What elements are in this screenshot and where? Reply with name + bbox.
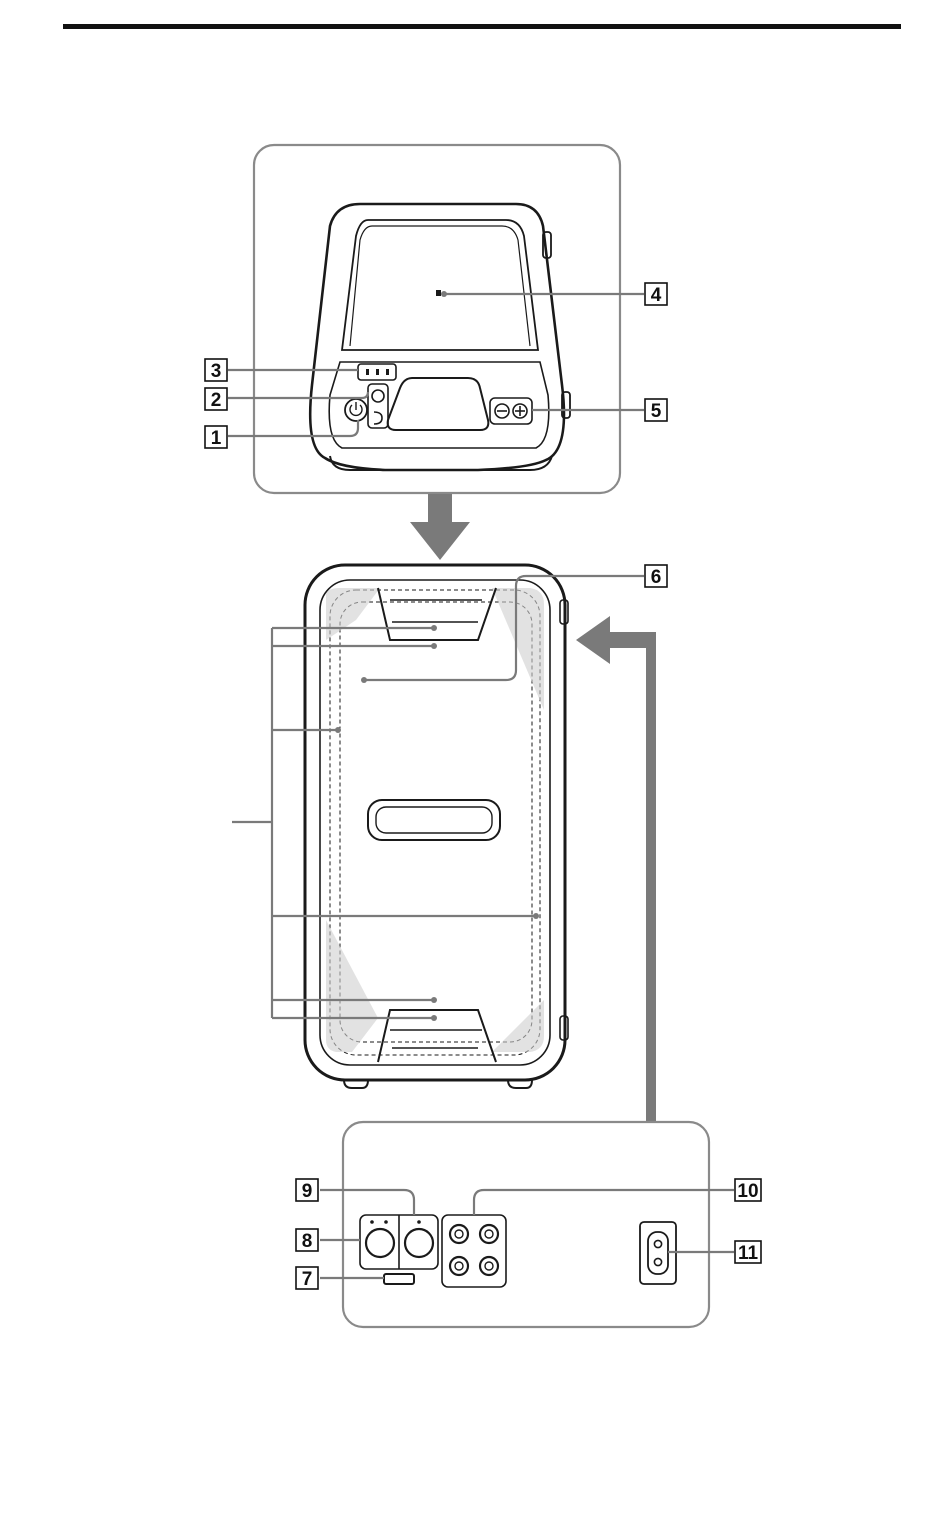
- callout-4-label: 4: [651, 285, 662, 306]
- callout-10-label: 10: [737, 1181, 758, 1202]
- grille-top-left: [326, 588, 380, 640]
- nfc-icon: [436, 290, 441, 296]
- callout-2: 2: [205, 388, 227, 411]
- callout-1: 1: [205, 426, 227, 449]
- grille-bottom-right: [492, 1000, 544, 1052]
- callout-8-label: 8: [302, 1231, 313, 1252]
- grille-bottom-left: [326, 920, 378, 1052]
- callout-5-label: 5: [651, 401, 662, 422]
- callout-11-label: 11: [738, 1243, 759, 1264]
- top-view-panel: [254, 145, 620, 493]
- callout-2-label: 2: [211, 390, 222, 411]
- callout-3-label: 3: [211, 361, 222, 382]
- rear-panel: [343, 1122, 709, 1327]
- up-arrow-path: [576, 616, 656, 1122]
- callout-8: 8: [296, 1229, 318, 1252]
- callout-6-label: 6: [651, 567, 662, 588]
- down-arrow: [410, 494, 470, 560]
- callout-6: 6: [645, 565, 667, 588]
- grille-top-right: [492, 588, 544, 710]
- light-leaders: [232, 625, 539, 1021]
- callout-3: 3: [205, 359, 227, 382]
- callout-11: 11: [735, 1241, 761, 1264]
- callout-1-label: 1: [211, 428, 222, 449]
- callout-5: 5: [645, 399, 667, 422]
- callout-4: 4: [645, 283, 667, 306]
- callout-7: 7: [296, 1267, 318, 1290]
- callout-10: 10: [735, 1179, 761, 1202]
- top-rule: [63, 24, 901, 29]
- callout-9-label: 9: [302, 1181, 313, 1202]
- speaker-front-view: [305, 565, 568, 1088]
- callout-9: 9: [296, 1179, 318, 1202]
- callout-7-label: 7: [302, 1269, 313, 1290]
